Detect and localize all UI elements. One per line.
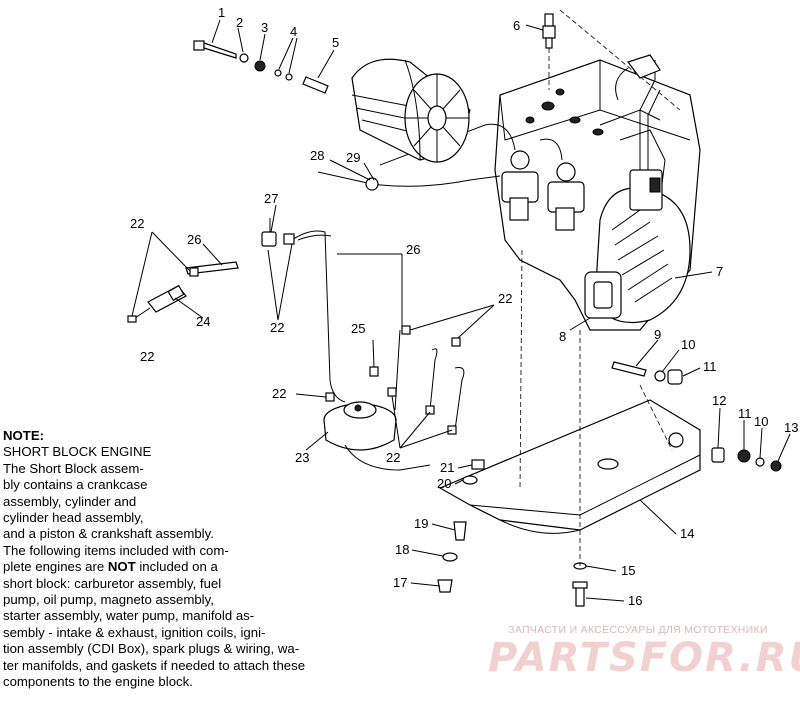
callout-22-f: 22 — [498, 291, 512, 306]
callout-18: 18 — [395, 542, 409, 557]
callout-29: 29 — [346, 150, 360, 165]
note-emphasis: NOT — [107, 559, 136, 575]
callout-22-a: 22 — [130, 216, 144, 231]
callout-1: 1 — [218, 5, 225, 20]
note-line: and a piston & crankshaft assembly. — [3, 526, 214, 542]
fitting-25 — [369, 366, 379, 377]
callout-20: 20 — [437, 476, 451, 491]
callout-22-b: 22 — [140, 349, 154, 364]
bolt-assembly-top — [193, 40, 329, 94]
note-line: starter assembly, water pump, manifold a… — [3, 608, 255, 624]
recoil-starter-housing — [584, 187, 691, 324]
fuel-pump — [323, 401, 431, 471]
note-line: sembly - intake & exhaust, ignition coil… — [3, 624, 266, 640]
mount-hardware-left — [437, 459, 588, 607]
callout-11: 11 — [703, 359, 717, 374]
callout-2: 2 — [236, 15, 243, 30]
callout-21: 21 — [440, 460, 454, 475]
drive-clutch — [351, 58, 471, 163]
callout-13: 13 — [784, 420, 798, 435]
callout-23: 23 — [295, 450, 309, 465]
callout-25: 25 — [351, 321, 365, 336]
callout-24: 24 — [196, 314, 210, 329]
note-line: The Short Block assem- — [3, 460, 144, 476]
leader-lines — [131, 19, 791, 602]
note-line: pump, oil pump, magneto assembly, — [3, 592, 214, 608]
note-line: plete engines are NOT included on a — [3, 559, 218, 575]
callout-16: 16 — [628, 593, 642, 608]
callout-numbers: 1 2 3 4 5 6 7 8 9 10 11 12 11 10 13 14 1… — [130, 5, 798, 608]
spark-plug — [542, 13, 556, 49]
callout-22-d: 22 — [272, 386, 286, 401]
note-line: The following items included with com- — [3, 542, 229, 558]
throttle-cable — [317, 171, 501, 187]
callout-22-e: 22 — [386, 450, 400, 465]
note-line: cylinder head assembly, — [3, 510, 144, 526]
callout-9: 9 — [654, 327, 661, 342]
callout-26-a: 26 — [187, 232, 201, 247]
callout-28: 28 — [310, 148, 324, 163]
callout-6: 6 — [513, 18, 520, 33]
note-line: short block: carburetor assembly, fuel — [3, 575, 222, 591]
short-block-note: NOTE: SHORT BLOCK ENGINE The Short Block… — [3, 428, 403, 691]
callout-4: 4 — [290, 24, 297, 39]
callout-5: 5 — [332, 35, 339, 50]
callout-17: 17 — [393, 575, 407, 590]
note-line: ter manifolds, and gaskets if needed to … — [3, 657, 306, 673]
callout-12: 12 — [712, 393, 726, 408]
callout-7: 7 — [716, 264, 723, 279]
note-title: SHORT BLOCK ENGINE — [3, 444, 152, 460]
callout-10: 10 — [681, 337, 695, 352]
plug-cap — [615, 54, 661, 101]
callout-19: 19 — [414, 516, 428, 531]
watermark: ЗАПЧАСТИ И АКСЕССУАРЫ ДЛЯ МОТОТЕХНИКИ PA… — [488, 624, 800, 681]
watermark-tagline: ЗАПЧАСТИ И АКСЕССУАРЫ ДЛЯ МОТОТЕХНИКИ — [508, 624, 768, 636]
note-line: assembly, cylinder and — [3, 493, 137, 509]
callout-8: 8 — [559, 329, 566, 344]
note-heading: NOTE: — [3, 428, 45, 443]
note-line: components to the engine block. — [3, 674, 193, 690]
callout-14: 14 — [680, 526, 694, 541]
callout-11b: 11 — [738, 406, 752, 421]
callout-27: 27 — [264, 191, 278, 206]
callout-15: 15 — [621, 563, 635, 578]
callout-26-b: 26 — [406, 242, 420, 257]
carburetor-assembly — [379, 123, 585, 231]
cable-clamp — [365, 177, 379, 191]
callout-22-c: 22 — [270, 320, 284, 335]
watermark-logo: PARTSFOR.RU — [488, 635, 800, 681]
callout-10b: 10 — [754, 414, 768, 429]
mount-hardware-right — [611, 361, 782, 472]
note-line: bly contains a crankcase — [3, 477, 148, 493]
callout-3: 3 — [261, 20, 268, 35]
note-line: tion assembly (CDI Box), spark plugs & w… — [3, 641, 300, 657]
